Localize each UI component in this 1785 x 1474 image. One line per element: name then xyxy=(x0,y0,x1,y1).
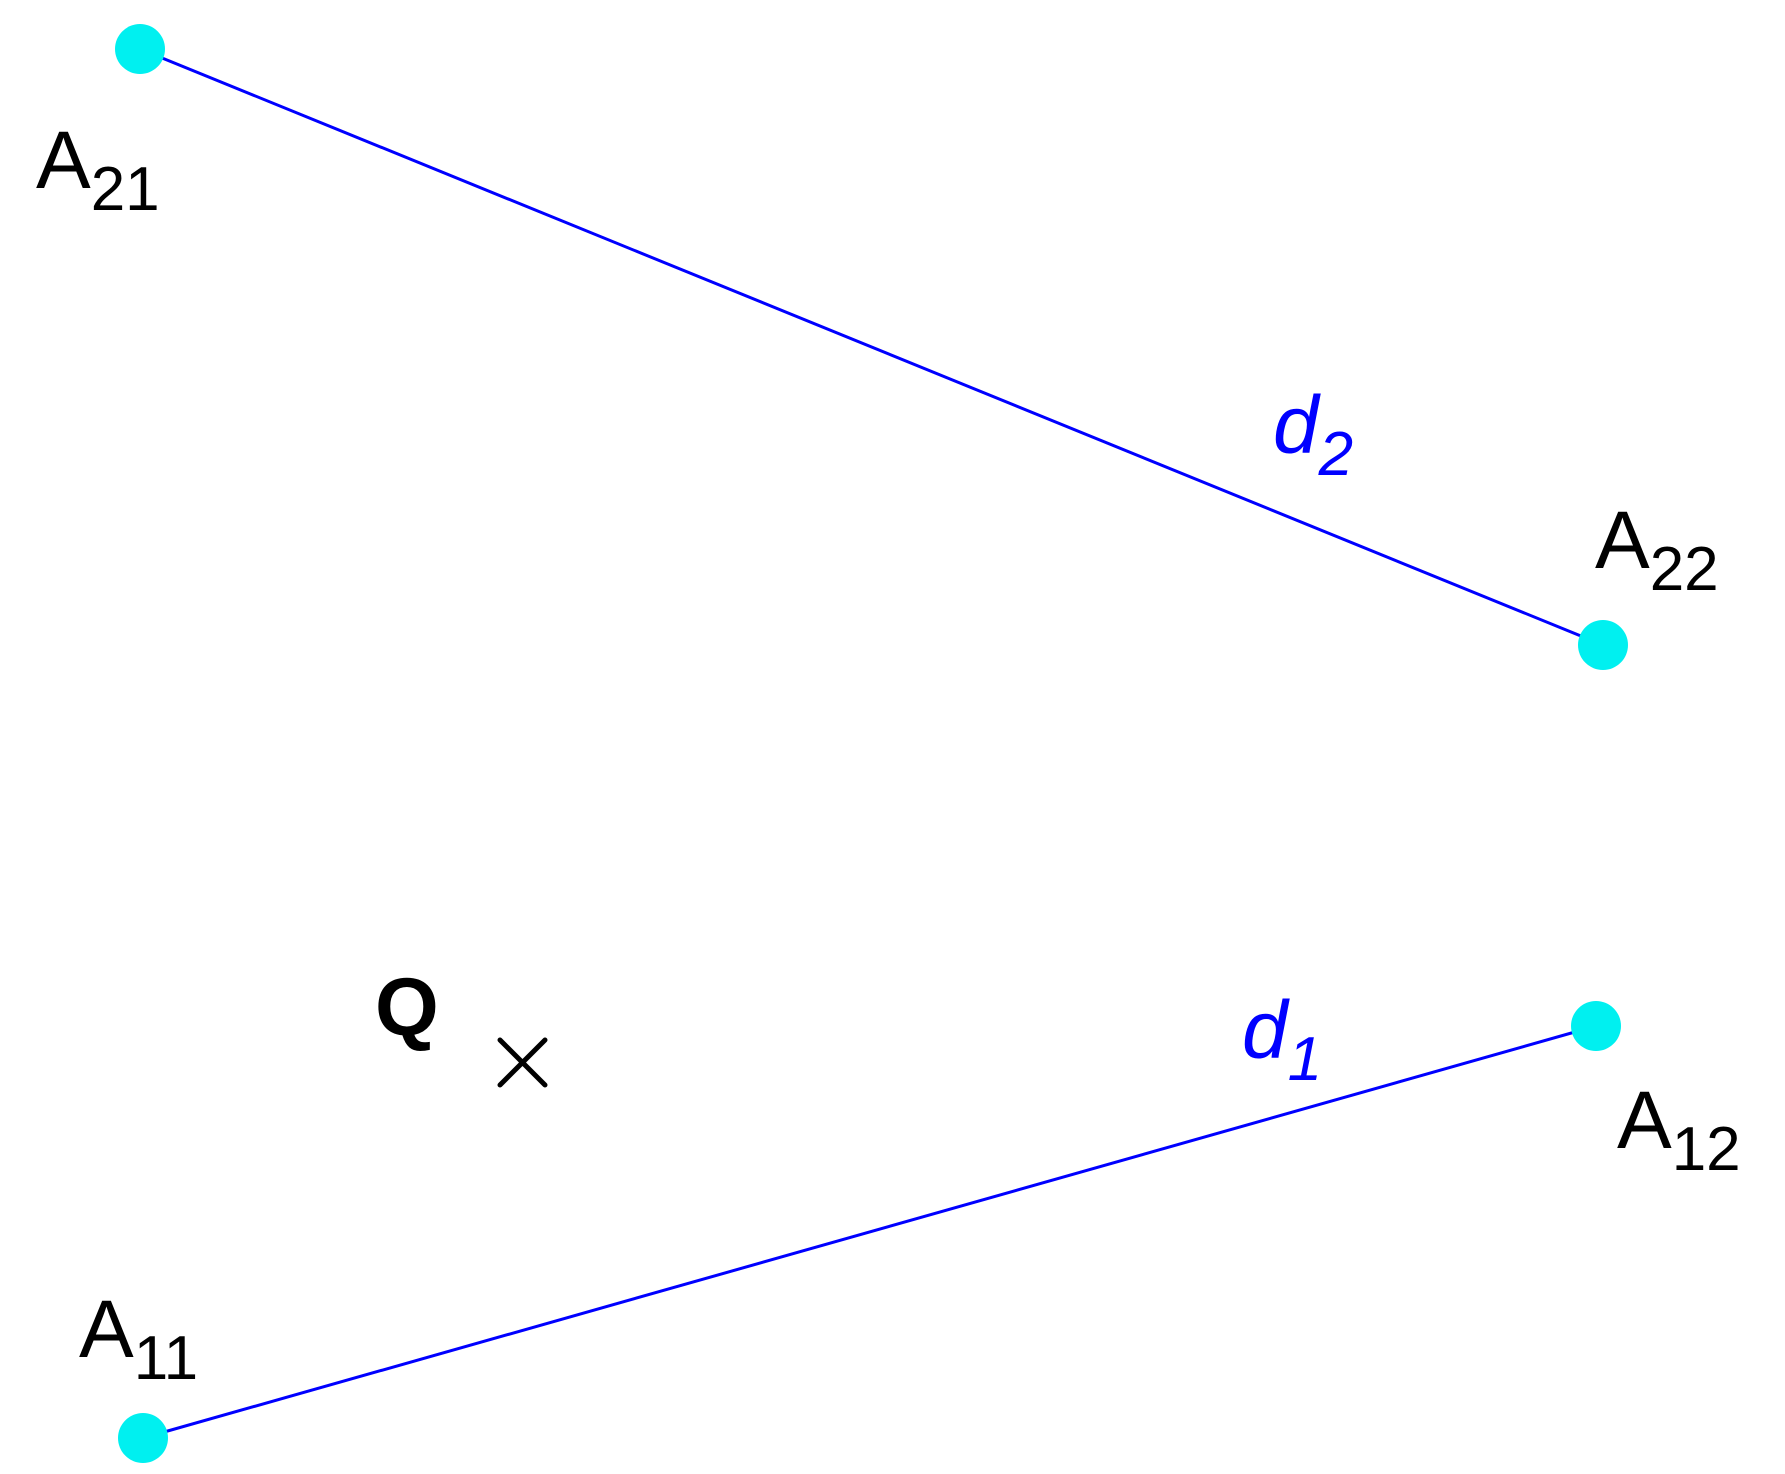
label-a22-letter: A xyxy=(1595,495,1650,586)
endpoint-a12 xyxy=(1571,1001,1621,1051)
endpoint-a11 xyxy=(118,1413,168,1463)
endpoint-a21 xyxy=(115,24,165,74)
label-a12: A12 xyxy=(1617,1075,1741,1184)
label-a22: A22 xyxy=(1595,495,1719,604)
label-d2-letter: d xyxy=(1273,380,1321,471)
label-a12-letter: A xyxy=(1617,1075,1672,1166)
label-a21-letter: A xyxy=(36,115,91,206)
endpoint-a22 xyxy=(1578,620,1628,670)
label-q: Q xyxy=(375,962,439,1053)
label-d2-subscript: 2 xyxy=(1318,420,1353,489)
label-a11: A11 xyxy=(79,1284,198,1393)
segment-d1-line xyxy=(142,1024,1597,1440)
label-d1-subscript: 1 xyxy=(1288,1025,1322,1094)
label-d2: d2 xyxy=(1273,380,1353,489)
label-a11-subscript: 11 xyxy=(134,1324,198,1393)
segment-d2-line xyxy=(139,47,1604,647)
label-a21: A21 xyxy=(36,115,160,224)
label-a12-subscript: 12 xyxy=(1672,1115,1741,1184)
label-a11-letter: A xyxy=(79,1284,134,1375)
label-d1: d1 xyxy=(1242,985,1322,1094)
label-a22-subscript: 22 xyxy=(1650,535,1719,604)
label-d1-letter: d xyxy=(1242,985,1290,1076)
cross-marker-icon xyxy=(497,1037,548,1088)
label-a21-subscript: 21 xyxy=(91,155,160,224)
